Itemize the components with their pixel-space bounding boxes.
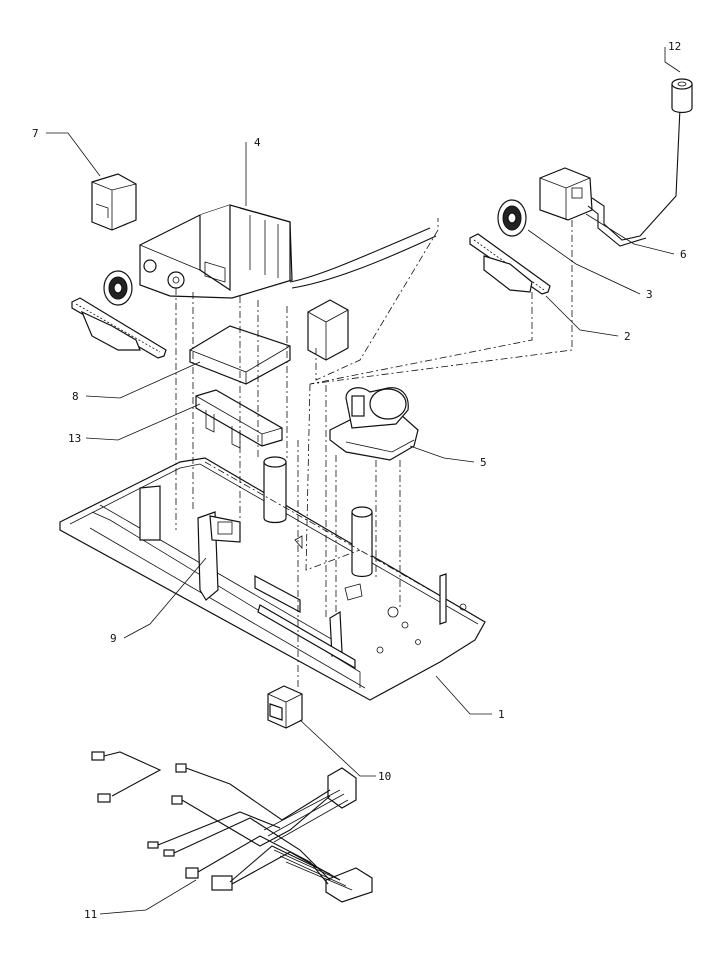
callout-7: 7 bbox=[32, 127, 39, 140]
rail-left bbox=[71, 297, 167, 359]
callout-4: 4 bbox=[254, 136, 261, 149]
plate-part-8 bbox=[189, 325, 291, 385]
callout-12: 12 bbox=[668, 40, 681, 53]
small-block bbox=[307, 299, 349, 361]
column-right bbox=[351, 506, 373, 578]
leader-lines bbox=[46, 47, 681, 915]
callout-9: 9 bbox=[110, 632, 117, 645]
gear-right-part-3 bbox=[497, 199, 527, 237]
callout-3: 3 bbox=[646, 288, 653, 301]
alignment-lines bbox=[175, 218, 573, 690]
control-part-6 bbox=[539, 107, 681, 247]
callout-1: 1 bbox=[498, 708, 505, 721]
lever-part-13 bbox=[195, 389, 283, 449]
callout-8: 8 bbox=[72, 390, 79, 403]
callout-2: 2 bbox=[624, 330, 631, 343]
callout-11: 11 bbox=[84, 908, 97, 921]
callout-10: 10 bbox=[378, 770, 391, 783]
gear-left bbox=[103, 270, 133, 306]
rail-right-part-2 bbox=[469, 233, 551, 295]
column-left bbox=[263, 456, 287, 524]
wire-harness-part-11 bbox=[91, 751, 373, 903]
callout-5: 5 bbox=[480, 456, 487, 469]
callout-6: 6 bbox=[680, 248, 687, 261]
sensor-part-12 bbox=[671, 78, 693, 114]
callout-13: 13 bbox=[68, 432, 81, 445]
bracket-part-9 bbox=[197, 511, 241, 601]
block-part-7 bbox=[91, 173, 137, 231]
motor-part-5 bbox=[329, 387, 419, 461]
switch-part-10 bbox=[267, 685, 303, 729]
base-plate bbox=[59, 457, 486, 701]
callout-labels: 1 2 3 4 5 6 7 8 9 10 11 12 13 bbox=[32, 40, 687, 921]
motor-assembly-part-4 bbox=[139, 204, 437, 299]
